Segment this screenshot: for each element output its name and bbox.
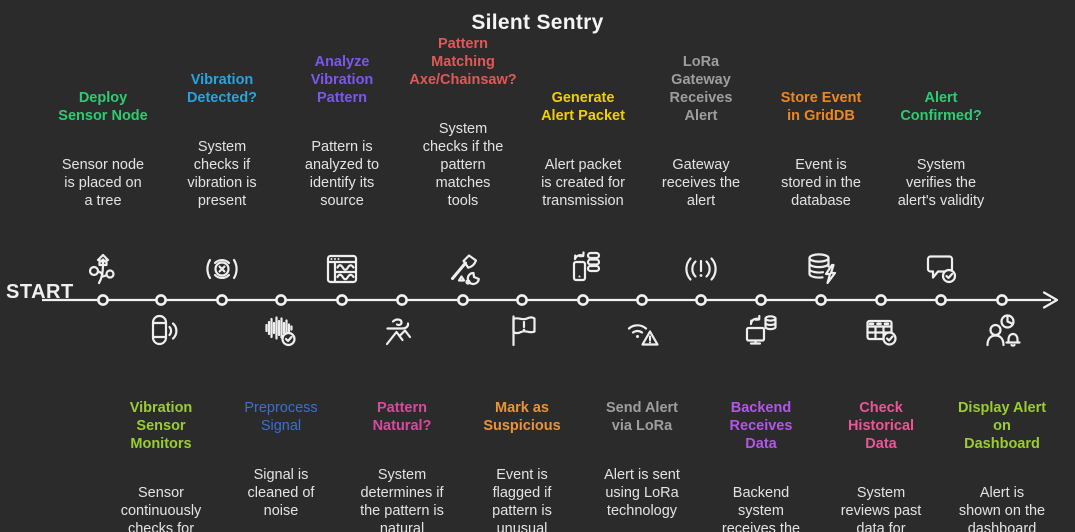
milestone-mark-as-suspicious: Mark as Suspicious Event is flagged if p…	[462, 381, 582, 532]
milestone-analyze-vibration-pattern: Analyze Vibration Pattern Pattern is ana…	[282, 35, 402, 228]
milestone-description: System verifies the alert's validity	[897, 157, 985, 209]
milestone-description: Alert is shown on the dashboard	[958, 485, 1046, 532]
milestone-vibration-sensor-monitors: Vibration Sensor Monitors Sensor continu…	[101, 381, 221, 532]
milestone-description: System determines if the pattern is natu…	[360, 467, 444, 532]
database-lightning-icon	[799, 247, 843, 291]
milestone-title: Pattern Natural?	[372, 400, 432, 434]
milestone-description: Event is stored in the database	[781, 157, 861, 209]
milestone-title: Check Historical Data	[847, 400, 915, 452]
milestone-description: Sensor continuously checks for vibration…	[120, 485, 202, 532]
milestone-check-historical-data: Check Historical Data System reviews pas…	[821, 381, 941, 532]
milestone-title: Generate Alert Packet	[541, 90, 625, 124]
milestone-title: Display Alert on Dashboard	[957, 400, 1047, 452]
wind-terrain-icon	[380, 309, 424, 353]
milestone-deploy-sensor-node: Deploy Sensor Node Sensor node is placed…	[43, 71, 163, 228]
milestone-pattern-matching: Pattern Matching Axe/Chainsaw? System ch…	[403, 17, 523, 228]
tree-sensor-node-icon	[81, 247, 125, 291]
milestone-title: Pattern Matching Axe/Chainsaw?	[409, 36, 517, 88]
milestone-title: Store Event in GridDB	[780, 90, 862, 124]
milestone-description: System checks if vibration is present	[187, 139, 257, 209]
milestone-title: Preprocess Signal	[244, 400, 318, 434]
fitness-band-icon	[139, 309, 183, 353]
milestone-title: Mark as Suspicious	[483, 400, 561, 434]
milestone-description: Backend system receives the data	[721, 485, 801, 532]
axe-icon	[441, 247, 485, 291]
milestone-display-alert-dashboard: Display Alert on Dashboard Alert is show…	[942, 381, 1062, 532]
flag-exclamation-icon	[500, 309, 544, 353]
monitor-database-sync-icon	[739, 309, 783, 353]
milestone-title: Backend Receives Data	[729, 400, 793, 452]
milestone-generate-alert-packet: Generate Alert Packet Alert packet is cr…	[523, 71, 643, 228]
milestone-lora-gateway-receives-alert: LoRa Gateway Receives Alert Gateway rece…	[641, 35, 761, 228]
start-label: START	[6, 281, 74, 303]
milestone-description: System reviews past data for confirmatio…	[840, 485, 922, 532]
timeline-nodes	[97, 294, 1008, 306]
milestone-description: Signal is cleaned of noise	[247, 467, 315, 519]
milestone-title: Deploy Sensor Node	[58, 90, 148, 124]
signal-check-icon	[259, 309, 303, 353]
milestone-title: Vibration Detected?	[186, 72, 258, 106]
milestone-title: Vibration Sensor Monitors	[129, 400, 193, 452]
milestone-description: Sensor node is placed on a tree	[61, 157, 145, 209]
user-piechart-bell-icon	[980, 309, 1024, 353]
table-check-icon	[859, 309, 903, 353]
milestone-backend-receives-data: Backend Receives Data Backend system rec…	[701, 381, 821, 532]
milestone-store-event-griddb: Store Event in GridDB Event is stored in…	[761, 71, 881, 228]
page-title: Silent Sentry	[471, 11, 604, 34]
chat-check-icon	[919, 247, 963, 291]
broadcast-alert-icon	[679, 247, 723, 291]
milestone-description: Alert is sent using LoRa technology	[604, 467, 680, 519]
milestone-title: Alert Confirmed?	[900, 90, 982, 124]
milestone-vibration-detected: Vibration Detected? System checks if vib…	[162, 53, 282, 228]
milestone-description: Event is flagged if pattern is unusual	[492, 467, 552, 532]
milestone-description: Alert packet is created for transmission	[541, 157, 625, 209]
milestone-title: Analyze Vibration Pattern	[310, 54, 374, 106]
milestone-description: System checks if the pattern matches too…	[422, 121, 504, 209]
wifi-warning-icon	[620, 309, 664, 353]
milestone-send-alert-lora: Send Alert via LoRa Alert is sent using …	[582, 381, 702, 532]
milestone-description: Pattern is analyzed to identify its sour…	[304, 139, 380, 209]
milestone-alert-confirmed: Alert Confirmed? System verifies the ale…	[881, 71, 1001, 228]
arrowhead-icon	[1042, 291, 1059, 309]
milestone-preprocess-signal: Preprocess Signal Signal is cleaned of n…	[221, 381, 341, 532]
milestone-title: Send Alert via LoRa	[606, 400, 678, 434]
phone-server-sync-icon	[561, 247, 605, 291]
vibration-waves-icon	[200, 247, 244, 291]
waveform-window-icon	[320, 247, 364, 291]
milestone-title: LoRa Gateway Receives Alert	[669, 54, 733, 124]
milestone-pattern-natural: Pattern Natural? System determines if th…	[342, 381, 462, 532]
milestone-description: Gateway receives the alert	[661, 157, 741, 209]
